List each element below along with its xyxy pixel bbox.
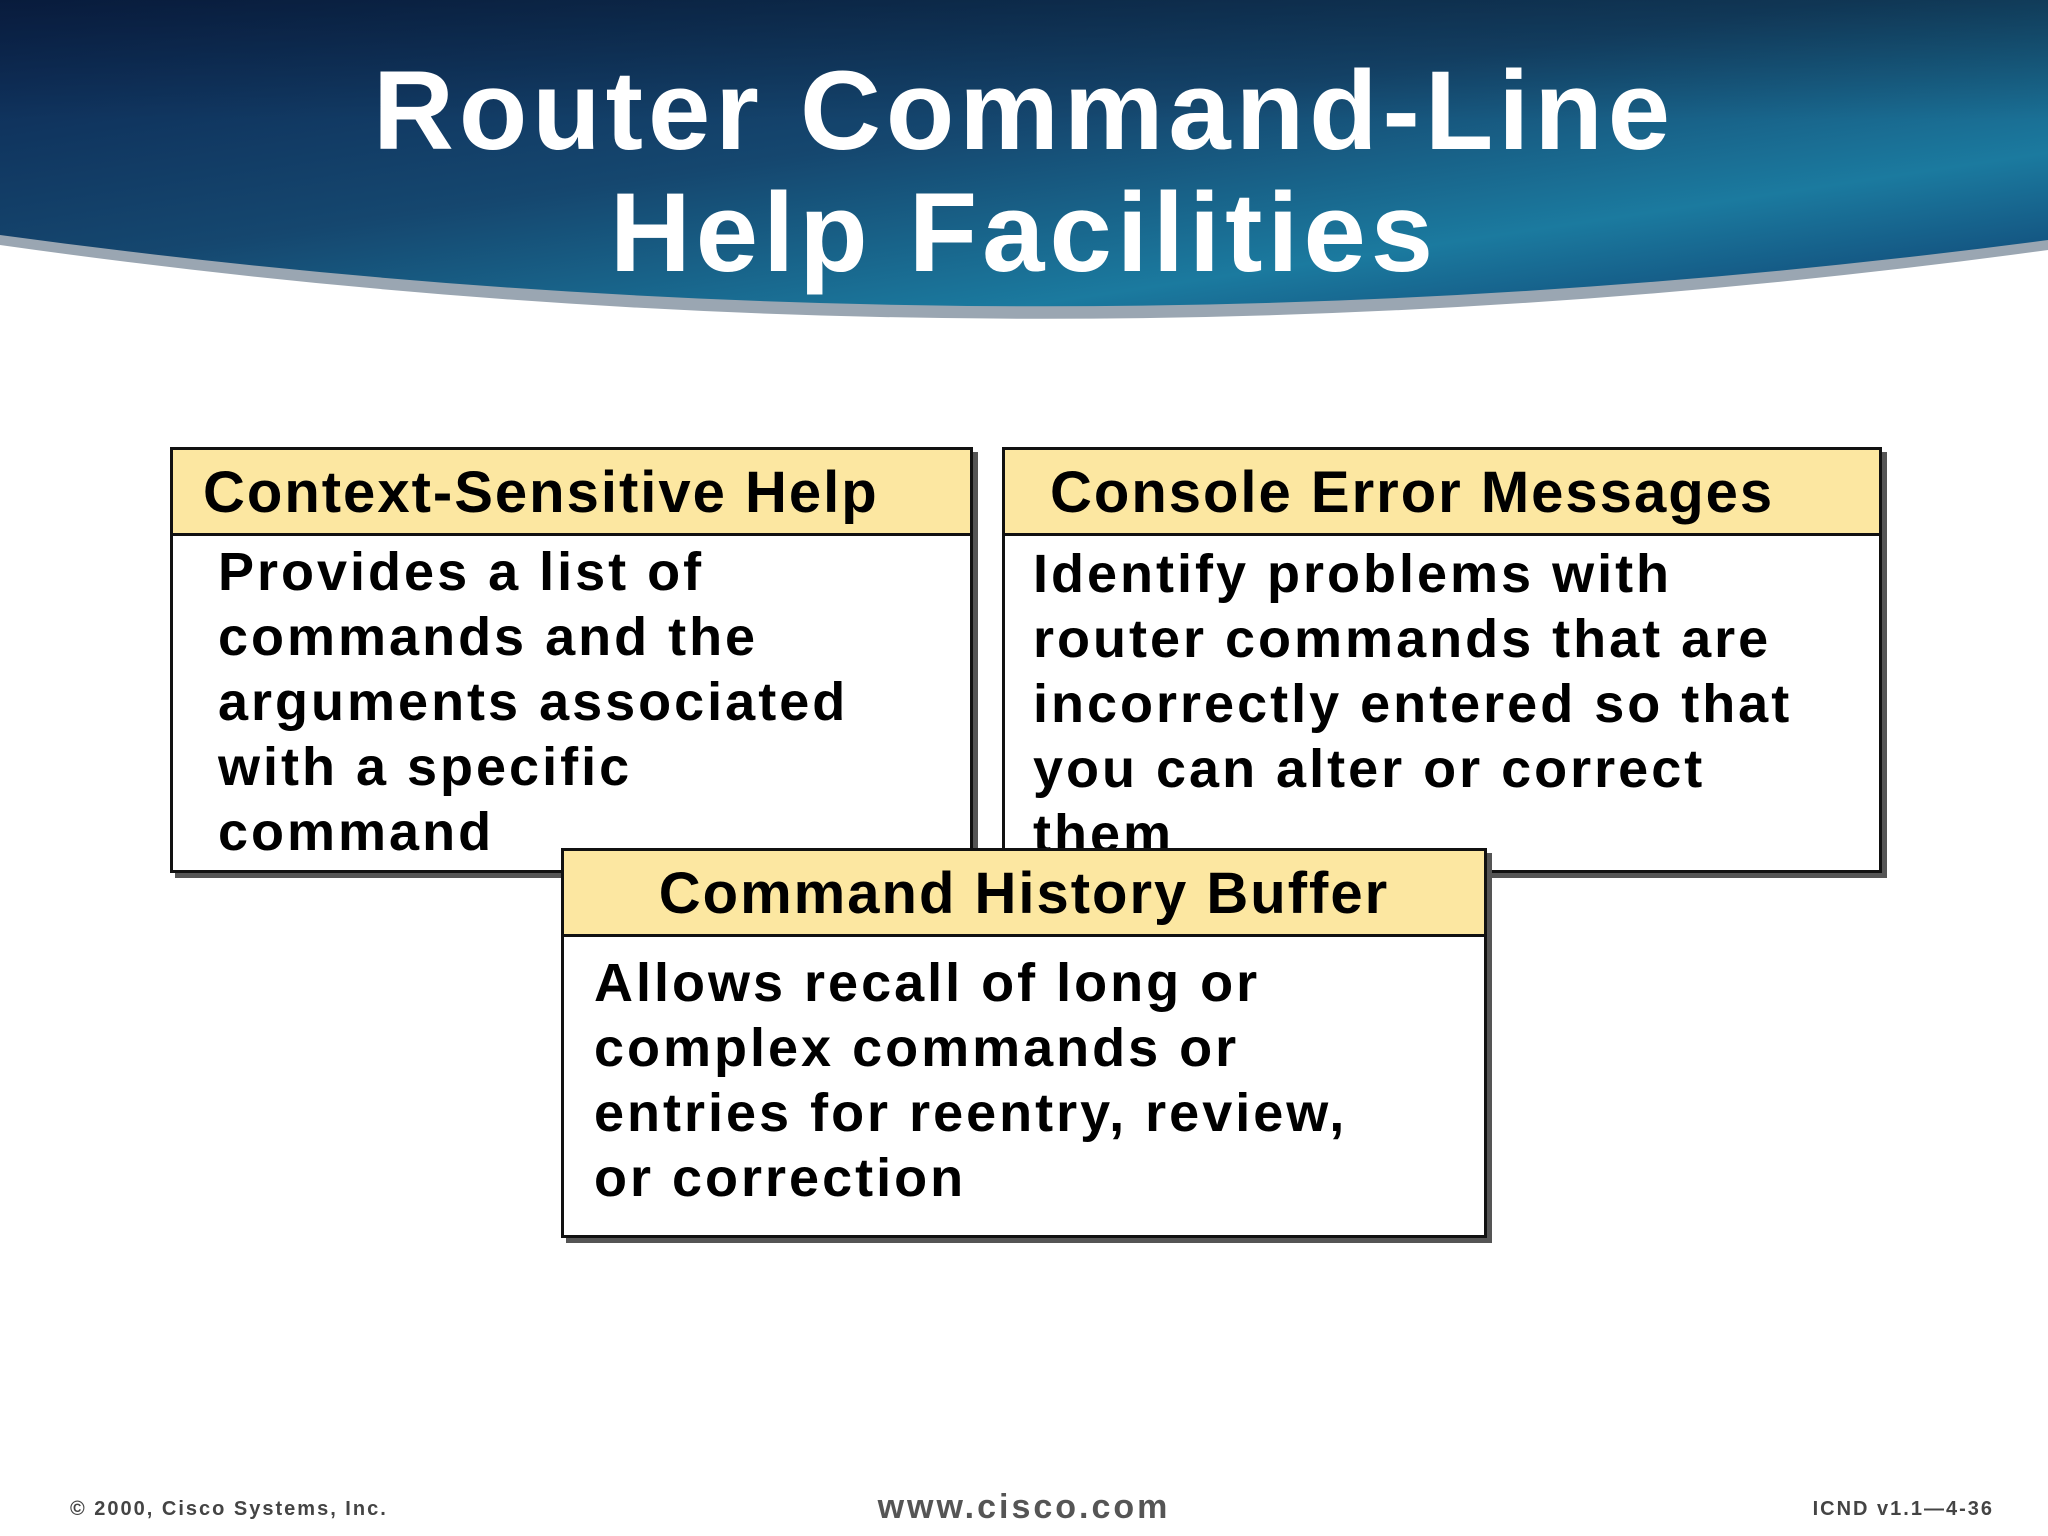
history-buffer-line-3: entries for reentry, review, bbox=[594, 1083, 1348, 1143]
footer-slide-code: ICND v1.1—4-36 bbox=[1812, 1498, 1994, 1520]
header-background bbox=[0, 0, 2048, 319]
console-errors-line-4: you can alter or correct bbox=[1033, 739, 1706, 799]
context-sensitive-help-heading: Context-Sensitive Help bbox=[173, 450, 970, 536]
console-errors-line-2: router commands that are bbox=[1033, 609, 1772, 669]
command-history-buffer-text: Allows recall of long or complex command… bbox=[564, 937, 1484, 1211]
history-buffer-line-1: Allows recall of long or bbox=[594, 953, 1261, 1013]
console-errors-line-3: incorrectly entered so that bbox=[1033, 674, 1793, 734]
history-buffer-line-2: complex commands or bbox=[594, 1018, 1240, 1078]
context-help-line-3: arguments associated bbox=[218, 672, 849, 732]
footer-website: www.cisco.com bbox=[877, 1488, 1171, 1526]
slide-title-line-1: Router Command-Line bbox=[372, 48, 1676, 173]
command-history-buffer-box: Command History Buffer Allows recall of … bbox=[561, 848, 1487, 1238]
context-sensitive-help-box: Context-Sensitive Help Provides a list o… bbox=[170, 447, 973, 873]
header-band bbox=[0, 0, 2048, 340]
console-error-messages-text: Identify problems with router commands t… bbox=[1005, 536, 1879, 872]
context-help-line-5: command bbox=[218, 802, 495, 862]
footer-copyright: © 2000, Cisco Systems, Inc. bbox=[70, 1498, 388, 1520]
context-sensitive-help-text: Provides a list of commands and the argu… bbox=[173, 536, 970, 865]
context-help-line-1: Provides a list of bbox=[218, 542, 705, 602]
console-errors-line-1: Identify problems with bbox=[1033, 544, 1673, 604]
command-history-buffer-heading: Command History Buffer bbox=[564, 851, 1484, 937]
slide-title-line-2: Help Facilities bbox=[609, 170, 1439, 295]
history-buffer-line-4: or correction bbox=[594, 1148, 967, 1208]
console-error-messages-box: Console Error Messages Identify problems… bbox=[1002, 447, 1882, 873]
context-help-line-4: with a specific bbox=[218, 737, 633, 797]
context-help-line-2: commands and the bbox=[218, 607, 759, 667]
console-error-messages-heading: Console Error Messages bbox=[1005, 450, 1879, 536]
slide-title: Router Command-Line Help Facilities bbox=[0, 50, 2048, 294]
